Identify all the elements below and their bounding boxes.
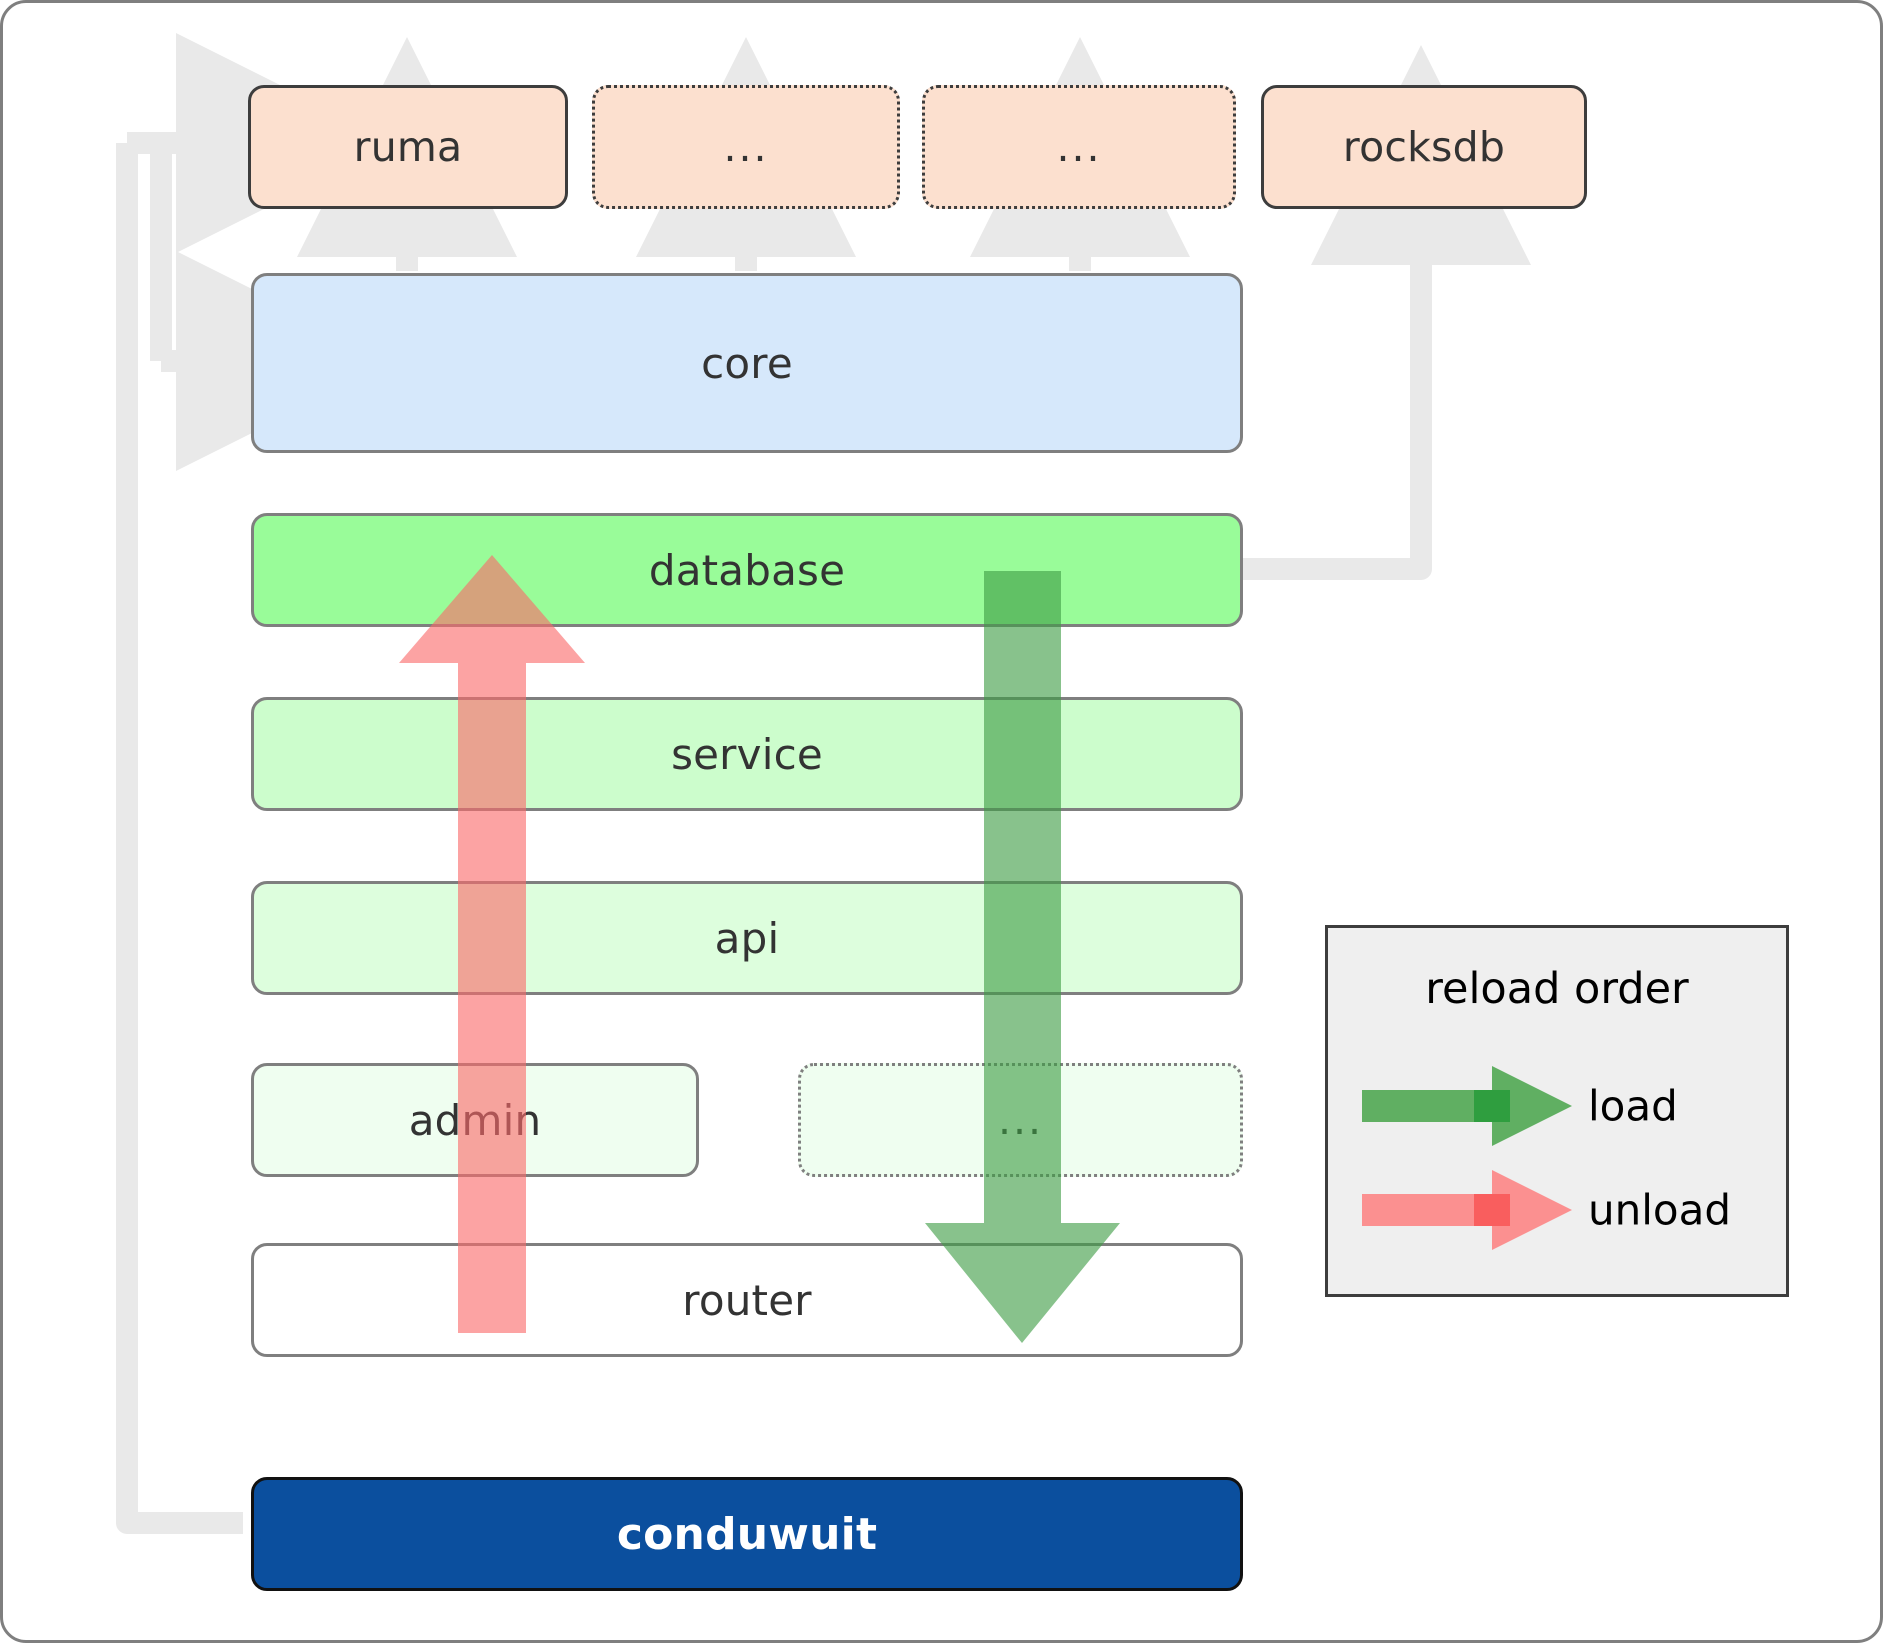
layer-box-service[interactable]: service bbox=[251, 697, 1243, 811]
layer-label-core: core bbox=[701, 338, 793, 388]
layer-label-admin: admin bbox=[408, 1095, 542, 1145]
flow-arrow-layer bbox=[399, 555, 1120, 1343]
layer-box-api[interactable]: api bbox=[251, 881, 1243, 995]
legend-unload-arrow bbox=[1362, 1162, 1580, 1258]
connector-conduwuit-spine bbox=[116, 143, 243, 1534]
connector-database-to-rocksdb bbox=[1243, 45, 1531, 580]
legend-row-unload: unload bbox=[1328, 1162, 1786, 1258]
binary-label-conduwuit: conduwuit bbox=[616, 1508, 878, 1560]
legend-title: reload order bbox=[1425, 964, 1689, 1014]
layer-box-placeholder[interactable]: ... bbox=[798, 1063, 1243, 1177]
dependency-label-ruma: ruma bbox=[353, 123, 463, 171]
layer-label-service: service bbox=[671, 729, 823, 779]
connector-layer bbox=[116, 33, 1531, 1534]
legend-load-arrow bbox=[1362, 1058, 1580, 1154]
dependency-box-placeholder-1[interactable]: ... bbox=[592, 85, 900, 209]
dependency-box-rocksdb[interactable]: rocksdb bbox=[1261, 85, 1587, 209]
legend-panel: reload order load unload bbox=[1325, 925, 1789, 1297]
legend-label-unload: unload bbox=[1588, 1185, 1732, 1235]
binary-box-conduwuit[interactable]: conduwuit bbox=[251, 1477, 1243, 1591]
layer-box-router[interactable]: router bbox=[251, 1243, 1243, 1357]
legend-label-load: load bbox=[1588, 1081, 1678, 1131]
dependency-box-placeholder-2[interactable]: ... bbox=[922, 85, 1236, 209]
legend-row-load: load bbox=[1328, 1058, 1786, 1154]
layer-label-placeholder: ... bbox=[997, 1095, 1044, 1144]
layer-box-core[interactable]: core bbox=[251, 273, 1243, 453]
layer-label-api: api bbox=[714, 913, 780, 963]
dependency-box-ruma[interactable]: ruma bbox=[248, 85, 568, 209]
layer-box-admin[interactable]: admin bbox=[251, 1063, 699, 1177]
layer-box-database[interactable]: database bbox=[251, 513, 1243, 627]
dependency-label-placeholder-2: ... bbox=[1056, 122, 1102, 171]
layer-label-database: database bbox=[648, 545, 846, 595]
dependency-label-placeholder-1: ... bbox=[723, 122, 769, 171]
layer-label-router: router bbox=[682, 1275, 812, 1325]
dependency-label-rocksdb: rocksdb bbox=[1342, 123, 1506, 171]
